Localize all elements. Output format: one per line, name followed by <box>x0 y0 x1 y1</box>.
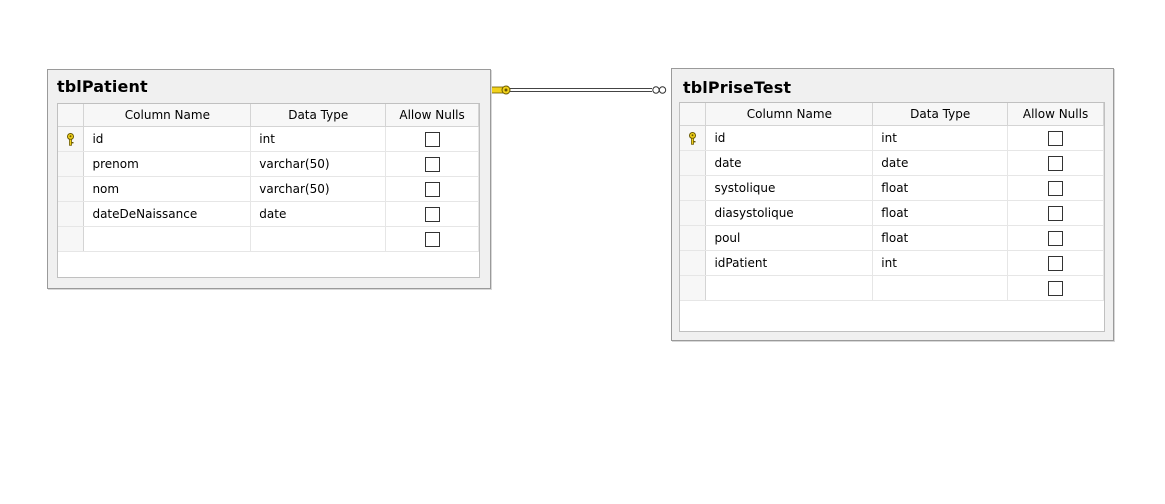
columns-table: Column Name Data Type Allow Nulls <box>58 104 479 252</box>
allow-nulls-cell[interactable] <box>1007 175 1104 201</box>
table-tblprisetest[interactable]: tblPriseTest Column Name Data Type Allow… <box>671 68 1114 341</box>
allow-nulls-checkbox[interactable] <box>424 206 440 222</box>
data-type-cell[interactable]: date <box>250 201 387 227</box>
allow-nulls-checkbox[interactable] <box>1048 205 1064 221</box>
allow-nulls-checkbox[interactable] <box>1048 230 1064 246</box>
column-name-cell[interactable]: systolique <box>705 175 874 201</box>
header-row: Column Name Data Type Allow Nulls <box>58 104 479 127</box>
column-name-header: Column Name <box>705 103 874 126</box>
table-row[interactable]: poul float <box>680 225 1104 251</box>
relationship-key-icon <box>489 85 511 95</box>
allow-nulls-cell[interactable] <box>1007 150 1104 176</box>
table-row[interactable]: diasystolique float <box>680 200 1104 226</box>
table-row[interactable]: nom varchar(50) <box>58 176 479 202</box>
data-type-cell[interactable]: varchar(50) <box>250 176 387 202</box>
data-type-cell[interactable]: date <box>872 150 1009 176</box>
data-type-cell[interactable]: float <box>872 175 1009 201</box>
table-title: tblPatient <box>57 77 148 96</box>
row-selector[interactable] <box>58 201 85 227</box>
table-row-new[interactable] <box>680 275 1104 301</box>
row-selector-header <box>58 104 85 127</box>
allow-nulls-cell[interactable] <box>385 201 479 227</box>
column-name-cell[interactable]: date <box>705 150 874 176</box>
data-type-cell[interactable]: int <box>872 125 1009 151</box>
allow-nulls-checkbox[interactable] <box>1048 155 1064 171</box>
data-type-header: Data Type <box>872 103 1009 126</box>
table-tblpatient[interactable]: tblPatient Column Name Data Type Allow N… <box>47 69 491 289</box>
row-selector[interactable] <box>680 175 707 201</box>
allow-nulls-header: Allow Nulls <box>1007 103 1104 126</box>
allow-nulls-checkbox[interactable] <box>424 156 440 172</box>
table-row[interactable]: id int <box>680 125 1104 151</box>
row-selector[interactable] <box>58 126 85 152</box>
column-name-cell[interactable]: id <box>83 126 252 152</box>
allow-nulls-checkbox[interactable] <box>1048 130 1064 146</box>
allow-nulls-checkbox[interactable] <box>424 181 440 197</box>
row-selector[interactable] <box>680 125 707 151</box>
allow-nulls-cell[interactable] <box>385 176 479 202</box>
column-name-cell[interactable]: poul <box>705 225 874 251</box>
allow-nulls-header: Allow Nulls <box>385 104 479 127</box>
row-selector[interactable] <box>58 151 85 177</box>
allow-nulls-cell[interactable] <box>385 226 479 252</box>
data-type-cell[interactable]: float <box>872 200 1009 226</box>
allow-nulls-cell[interactable] <box>1007 250 1104 276</box>
columns-table: Column Name Data Type Allow Nulls <box>680 103 1104 301</box>
table-title: tblPriseTest <box>683 78 792 97</box>
data-type-cell[interactable] <box>250 226 387 252</box>
column-grid: Column Name Data Type Allow Nulls <box>57 103 480 278</box>
data-type-header: Data Type <box>250 104 387 127</box>
table-row[interactable]: prenom varchar(50) <box>58 151 479 177</box>
column-name-cell[interactable] <box>83 226 252 252</box>
column-name-header: Column Name <box>83 104 252 127</box>
row-selector[interactable] <box>680 150 707 176</box>
data-type-cell[interactable]: int <box>250 126 387 152</box>
allow-nulls-cell[interactable] <box>1007 125 1104 151</box>
header-row: Column Name Data Type Allow Nulls <box>680 103 1104 126</box>
allow-nulls-checkbox[interactable] <box>1048 180 1064 196</box>
infinity-icon <box>652 86 667 94</box>
row-selector[interactable] <box>680 200 707 226</box>
allow-nulls-checkbox[interactable] <box>424 131 440 147</box>
row-selector[interactable] <box>58 226 85 252</box>
column-name-cell[interactable]: diasystolique <box>705 200 874 226</box>
allow-nulls-checkbox[interactable] <box>1048 280 1064 296</box>
table-row[interactable]: systolique float <box>680 175 1104 201</box>
data-type-cell[interactable]: int <box>872 250 1009 276</box>
table-row[interactable]: idPatient int <box>680 250 1104 276</box>
row-selector[interactable] <box>58 176 85 202</box>
table-row-new[interactable] <box>58 226 479 252</box>
table-row[interactable]: dateDeNaissance date <box>58 201 479 227</box>
table-row[interactable]: id int <box>58 126 479 152</box>
column-grid: Column Name Data Type Allow Nulls <box>679 102 1105 332</box>
row-selector[interactable] <box>680 225 707 251</box>
allow-nulls-checkbox[interactable] <box>424 231 440 247</box>
data-type-cell[interactable]: varchar(50) <box>250 151 387 177</box>
allow-nulls-cell[interactable] <box>385 126 479 152</box>
primary-key-icon <box>689 132 697 145</box>
column-name-cell[interactable]: dateDeNaissance <box>83 201 252 227</box>
table-row[interactable]: date date <box>680 150 1104 176</box>
row-selector-header <box>680 103 707 126</box>
column-name-cell[interactable]: nom <box>83 176 252 202</box>
row-selector[interactable] <box>680 250 707 276</box>
data-type-cell[interactable]: float <box>872 225 1009 251</box>
allow-nulls-checkbox[interactable] <box>1048 255 1064 271</box>
allow-nulls-cell[interactable] <box>1007 225 1104 251</box>
column-name-cell[interactable]: prenom <box>83 151 252 177</box>
row-selector[interactable] <box>680 275 707 301</box>
column-name-cell[interactable]: idPatient <box>705 250 874 276</box>
allow-nulls-cell[interactable] <box>385 151 479 177</box>
data-type-cell[interactable] <box>872 275 1009 301</box>
column-name-cell[interactable] <box>705 275 874 301</box>
allow-nulls-cell[interactable] <box>1007 275 1104 301</box>
primary-key-icon <box>67 133 75 146</box>
column-name-cell[interactable]: id <box>705 125 874 151</box>
allow-nulls-cell[interactable] <box>1007 200 1104 226</box>
